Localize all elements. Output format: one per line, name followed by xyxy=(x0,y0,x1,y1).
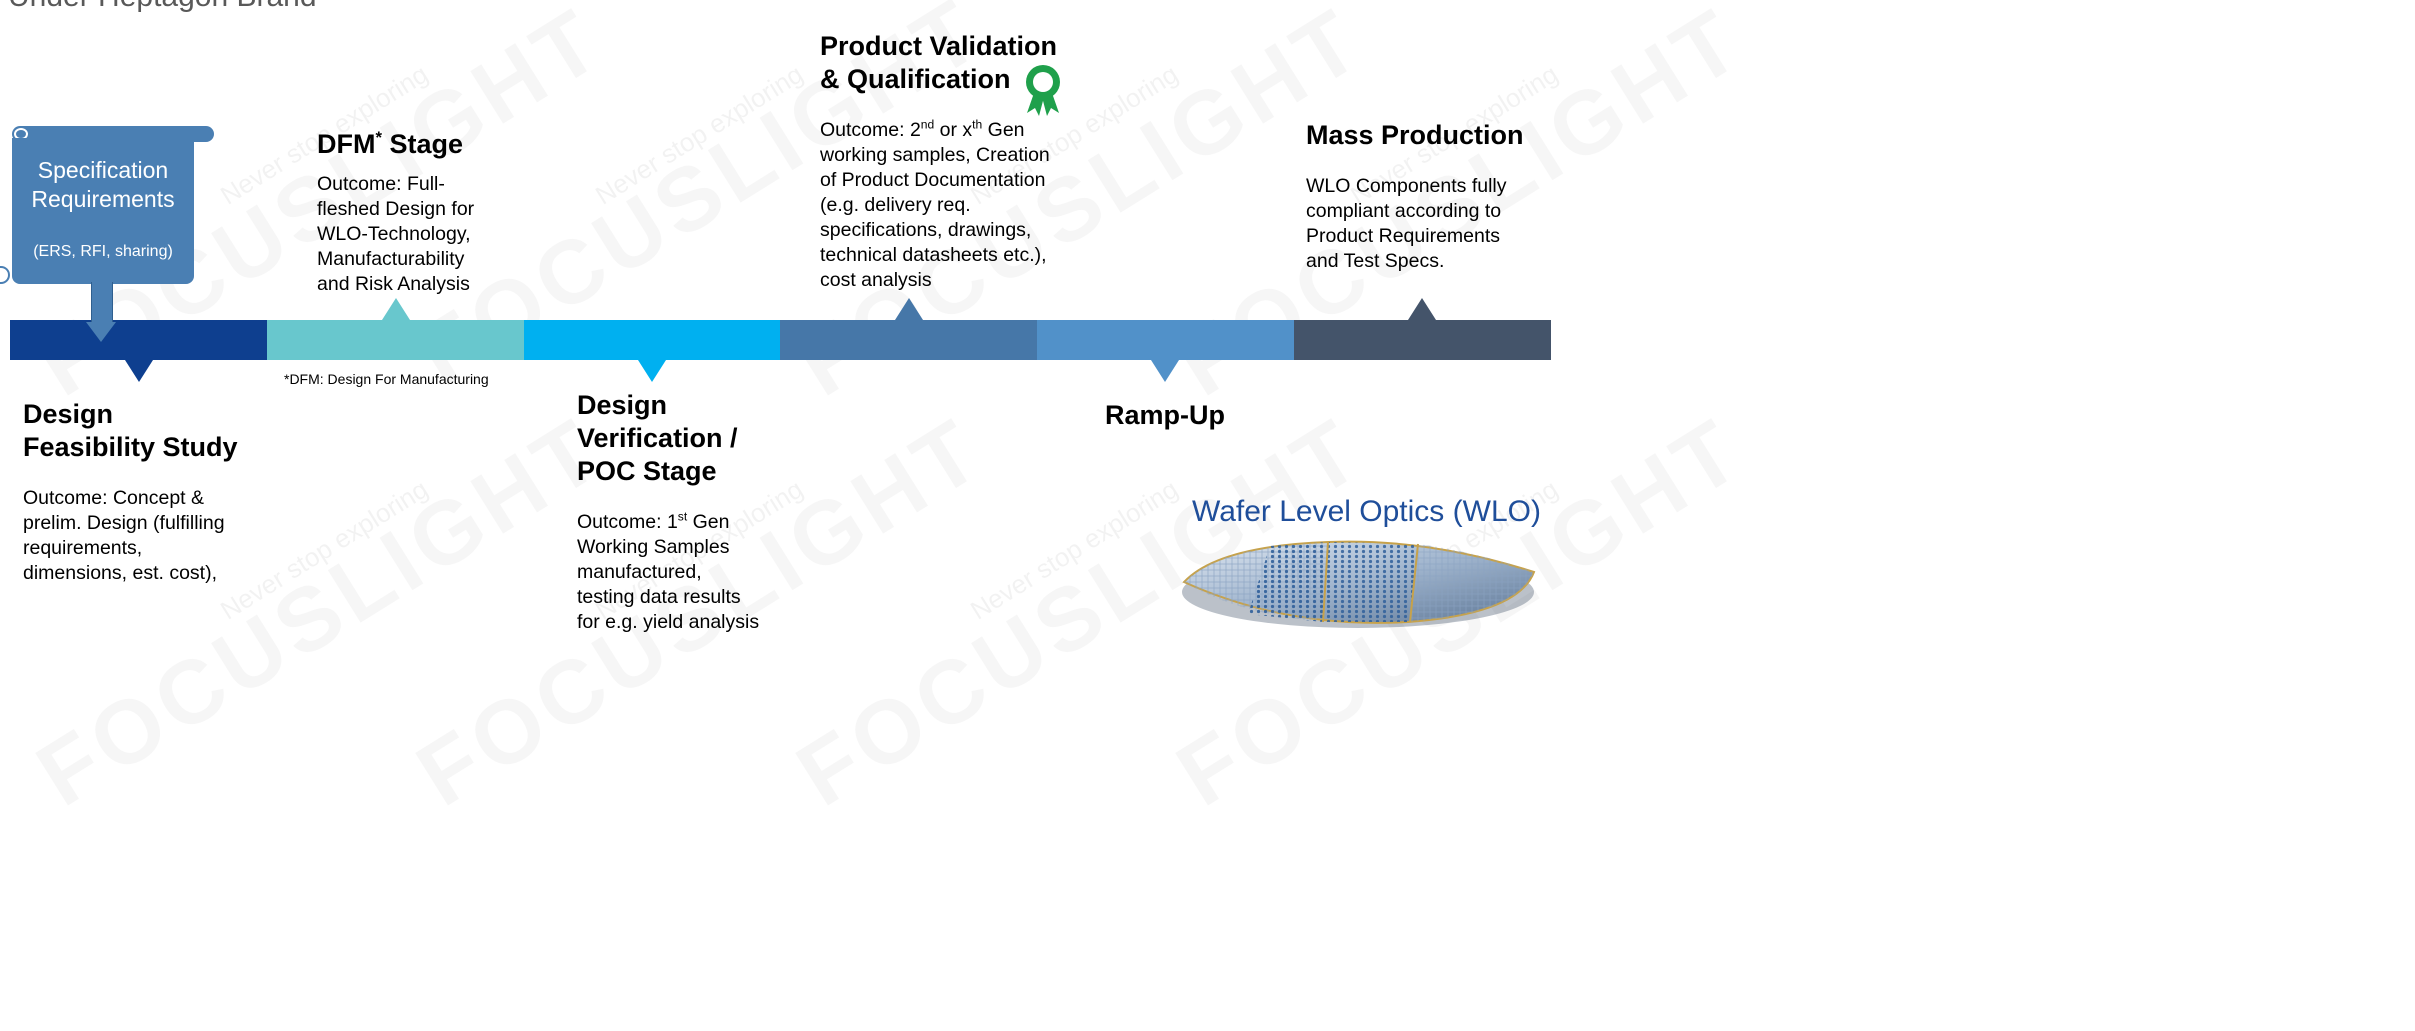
outcome-line: WLO Components fully xyxy=(1306,175,1507,197)
timeline-segment-dfm xyxy=(267,320,524,360)
scroll-title-line2: Requirements xyxy=(31,186,175,212)
pointer-up-product-validation xyxy=(895,298,923,320)
timeline-segment-design-feasibility xyxy=(10,320,267,360)
product-validation-outcome: Outcome: 2nd or xth Gen working samples,… xyxy=(820,118,1050,293)
outcome-line: cost analysis xyxy=(820,269,932,291)
dfm-title-rest: Stage xyxy=(382,129,464,159)
timeline-diagram: Under Heptagon Brand Specification Requi… xyxy=(0,0,1568,669)
mass-production-title: Mass Production xyxy=(1306,120,1524,150)
scroll-arrow-shaft xyxy=(91,282,113,324)
scroll-title-line1: Specification xyxy=(37,157,169,183)
dfm-title-main: DFM xyxy=(317,129,376,159)
outcome-line: Outcome: Concept & xyxy=(23,487,205,509)
outcome-line: Working Samples xyxy=(577,536,730,558)
pointer-down-design-verification xyxy=(638,360,666,382)
outcome-line: Product Requirements xyxy=(1306,225,1501,247)
outcome-suffix: Gen xyxy=(982,119,1025,141)
design-verification-title-line: POC Stage xyxy=(577,456,717,486)
arrow-down-icon xyxy=(86,322,116,342)
design-feasibility-title: Design Feasibility Study xyxy=(23,398,238,464)
award-ribbon-icon xyxy=(1026,65,1060,116)
design-feasibility-title-line1: Design xyxy=(23,399,114,429)
scroll-bottom-curl-icon xyxy=(0,266,10,284)
page-title: Under Heptagon Brand xyxy=(8,0,317,14)
dfm-outcome: Outcome: Full- fleshed Design for WLO-Te… xyxy=(317,172,474,297)
outcome-line: fleshed Design for xyxy=(317,198,475,220)
outcome-line: (e.g. delivery req. xyxy=(820,194,971,216)
ramp-up-title: Ramp-Up xyxy=(1105,400,1225,430)
wafer-illustration xyxy=(1182,540,1536,628)
ordinal-suffix: nd xyxy=(920,117,935,132)
outcome-middle: or x xyxy=(934,119,973,141)
outcome-prefix: Outcome: 1 xyxy=(577,511,678,533)
design-feasibility-title-line2: Feasibility Study xyxy=(23,432,238,462)
outcome-line: compliant according to xyxy=(1306,200,1502,222)
outcome-line: Outcome: 2nd or xth Gen xyxy=(820,118,1050,143)
outcome-line: WLO-Technology, xyxy=(317,223,471,245)
timeline-segment-design-verification xyxy=(524,320,781,360)
outcome-line: testing data results xyxy=(577,586,741,608)
product-validation-title-line2: & Qualification xyxy=(820,64,1011,94)
outcome-line: of Product Documentation xyxy=(820,169,1046,191)
outcome-line: working samples, Creation xyxy=(820,144,1050,166)
outcome-prefix: Outcome: 2 xyxy=(820,119,921,141)
product-validation-title: Product Validation & Qualification xyxy=(820,30,1057,96)
pointer-down-ramp-up xyxy=(1151,360,1179,382)
outcome-line: Outcome: Full- xyxy=(317,173,445,195)
outcome-line: for e.g. yield analysis xyxy=(577,611,760,633)
outcome-line: and Risk Analysis xyxy=(317,273,470,295)
design-verification-title-line: Verification / xyxy=(577,423,738,453)
timeline-segment-ramp-up xyxy=(1037,320,1294,360)
outcome-line: and Test Specs. xyxy=(1306,250,1445,272)
design-verification-outcome: Outcome: 1st Gen Working Samples manufac… xyxy=(577,510,759,635)
scroll-title: Specification Requirements xyxy=(12,156,194,214)
design-verification-title: Design Verification / POC Stage xyxy=(577,389,738,488)
outcome-line: requirements, xyxy=(23,537,143,559)
outcome-line: dimensions, est. cost), xyxy=(23,562,217,584)
dfm-stage-title: DFM* Stage xyxy=(317,128,463,161)
ordinal-suffix: st xyxy=(677,509,688,524)
outcome-suffix: Gen xyxy=(687,511,730,533)
design-verification-title-line: Design xyxy=(577,390,668,420)
pointer-up-dfm xyxy=(382,298,410,320)
mass-production-outcome: WLO Components fully compliant according… xyxy=(1306,174,1507,274)
outcome-line: prelim. Design (fulfilling xyxy=(23,512,225,534)
wlo-title: Wafer Level Optics (WLO) xyxy=(1192,495,1541,528)
outcome-line: Manufacturability xyxy=(317,248,465,270)
specification-scroll: Specification Requirements (ERS, RFI, sh… xyxy=(12,138,194,284)
ordinal-suffix: th xyxy=(972,117,983,132)
timeline-segment-product-validation xyxy=(780,320,1038,360)
outcome-line: technical datasheets etc.), xyxy=(820,244,1047,266)
pointer-down-design-feasibility xyxy=(125,360,153,382)
outcome-line: Outcome: 1st Gen xyxy=(577,510,759,535)
dfm-footnote: *DFM: Design For Manufacturing xyxy=(284,371,489,387)
outcome-line: manufactured, xyxy=(577,561,702,583)
design-feasibility-outcome: Outcome: Concept & prelim. Design (fulfi… xyxy=(23,486,225,586)
product-validation-title-line1: Product Validation xyxy=(820,31,1058,61)
pointer-up-mass-production xyxy=(1408,298,1436,320)
outcome-line: specifications, drawings, xyxy=(820,219,1032,241)
dfm-title-asterisk: * xyxy=(375,128,382,147)
scroll-subtitle: (ERS, RFI, sharing) xyxy=(33,243,173,260)
timeline-segment-mass-production xyxy=(1294,320,1551,360)
